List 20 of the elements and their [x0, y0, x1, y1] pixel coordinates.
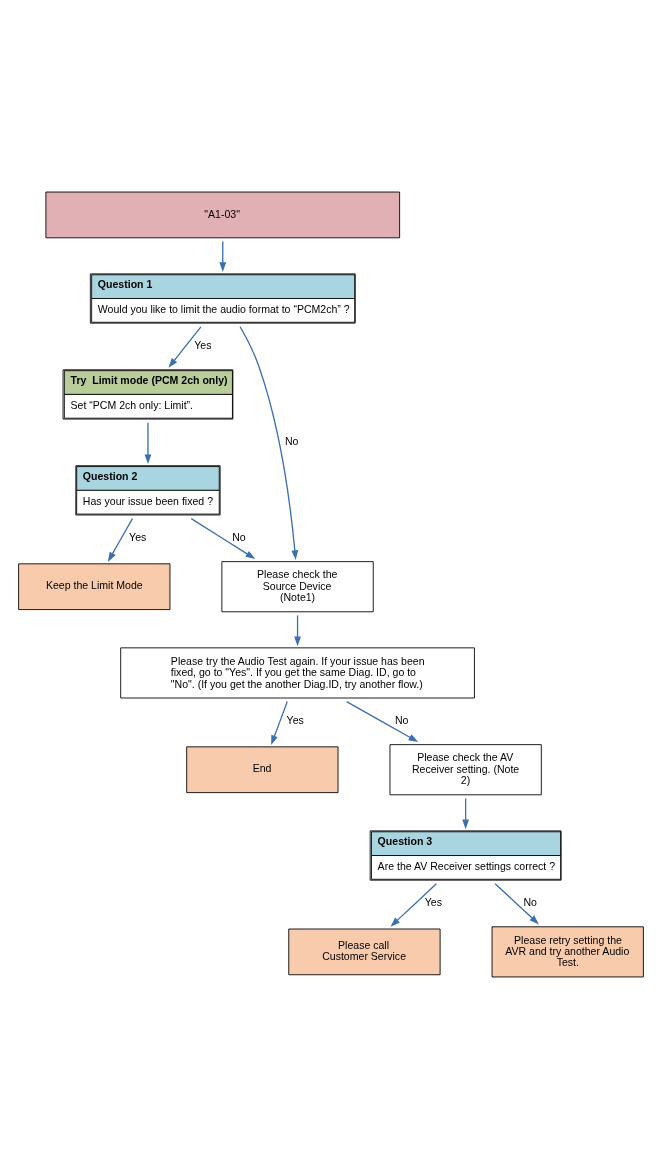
arrow: [294, 614, 301, 647]
arrow: [462, 797, 470, 830]
edge-label: No: [394, 714, 409, 727]
arrow: [168, 326, 202, 368]
arrow: [494, 883, 539, 925]
arrow: [345, 700, 419, 743]
arrow: [144, 422, 152, 465]
arrow: [390, 883, 438, 927]
edge-label: Yes: [286, 714, 304, 727]
arrow: [107, 517, 134, 562]
arrow: [219, 240, 227, 273]
edge-label: No: [523, 896, 537, 909]
edge-label: No: [284, 435, 299, 448]
arrow: [239, 326, 299, 561]
arrow: [271, 700, 288, 746]
edge-label: No: [232, 531, 246, 544]
edge-label: Yes: [424, 896, 442, 909]
edge-label: Yes: [194, 339, 212, 352]
arrow: [190, 517, 256, 560]
edge-label: Yes: [129, 531, 147, 544]
